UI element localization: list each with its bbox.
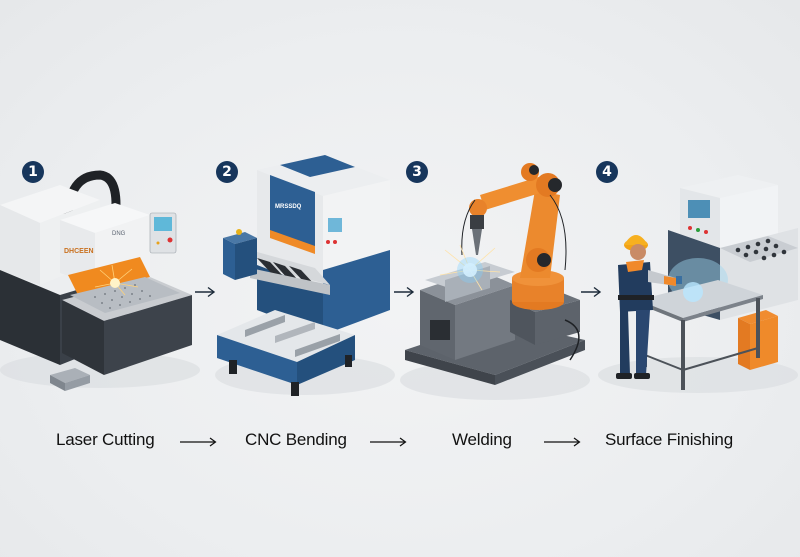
- svg-text:MRSSDQ: MRSSDQ: [275, 204, 302, 210]
- step-arrow-3-4: [581, 286, 602, 298]
- welding-robot-icon: [400, 163, 590, 400]
- step-badge-2: 2: [216, 161, 238, 183]
- process-flow-labels: Laser Cutting CNC Bending Welding Surfac…: [0, 430, 800, 460]
- surface-finishing-worker-icon: [598, 175, 798, 393]
- step-label-cnc-bending: CNC Bending: [245, 430, 347, 449]
- step-label-welding: Welding: [452, 430, 512, 449]
- svg-text:DNG: DNG: [112, 231, 126, 237]
- step-badge-1: 1: [22, 161, 44, 183]
- step-label-surface-finishing: Surface Finishing: [605, 430, 733, 449]
- cnc-press-brake-icon: MRSSDQ: [215, 155, 395, 396]
- step-badge-4: 4: [596, 161, 618, 183]
- flow-arrow-3-4: [544, 437, 581, 447]
- flow-arrow-1-2: [180, 437, 217, 447]
- laser-cutting-machine-icon: DHCEEN DNG: [0, 170, 200, 391]
- flow-arrow-2-3: [370, 437, 407, 447]
- step-arrow-1-2: [195, 286, 216, 298]
- svg-text:DHCEEN: DHCEEN: [64, 248, 94, 255]
- step-label-laser-cutting: Laser Cutting: [56, 430, 155, 449]
- step-arrow-2-3: [394, 286, 415, 298]
- step-badge-3: 3: [406, 161, 428, 183]
